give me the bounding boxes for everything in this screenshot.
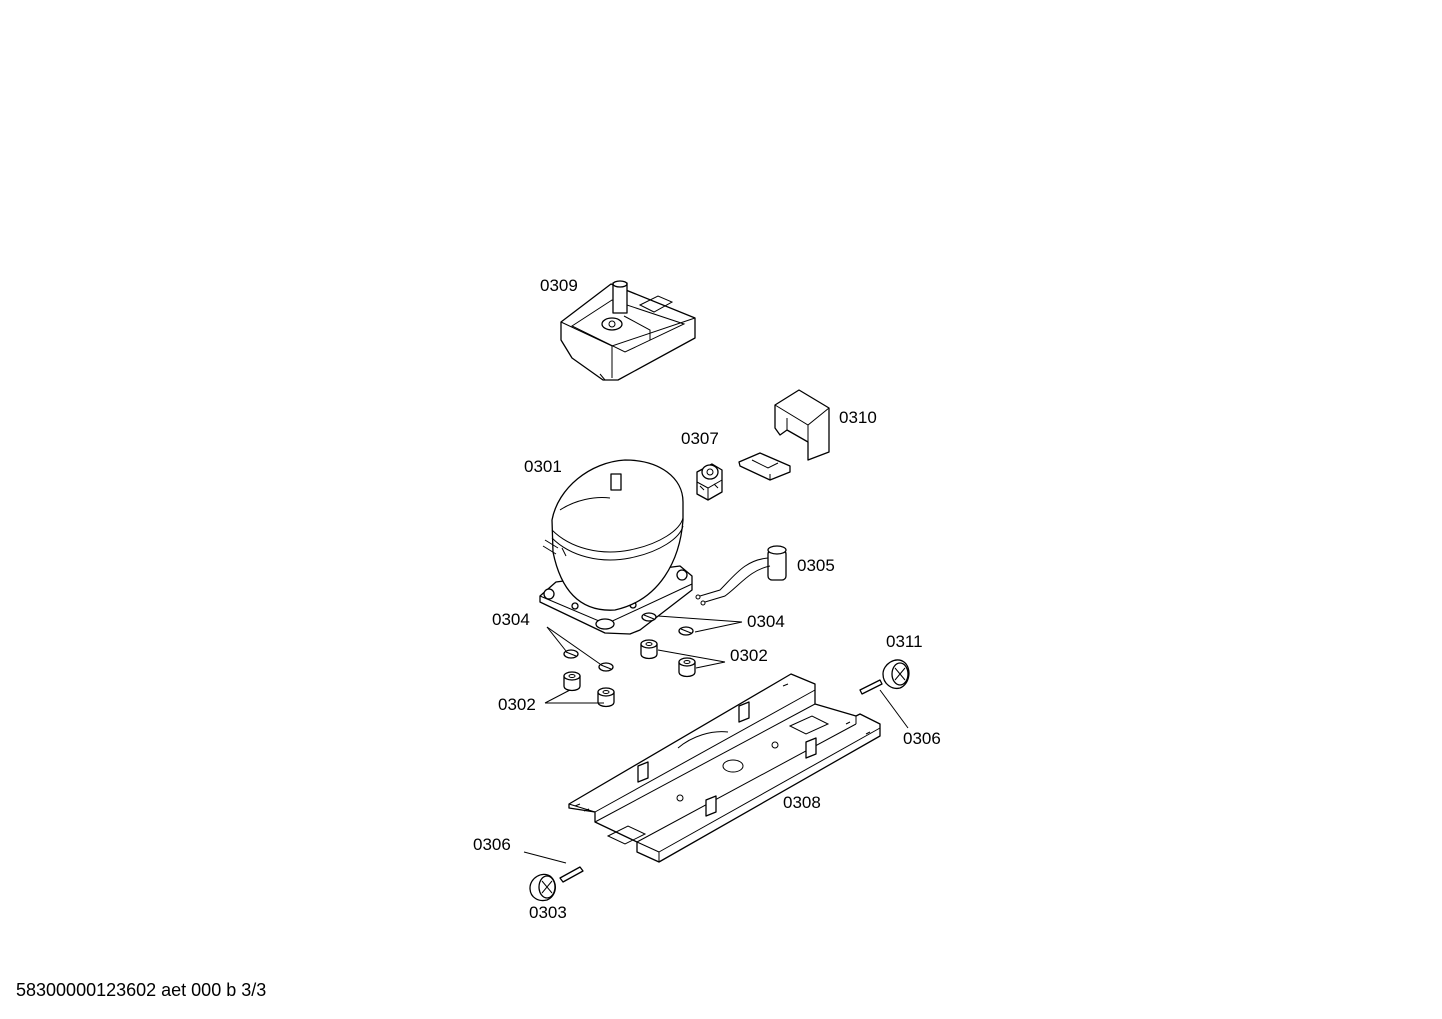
callout-0304-left: 0304: [492, 610, 530, 629]
part-0309-cover-drawing: [560, 280, 696, 381]
callout-0304-right: 0304: [747, 612, 785, 631]
callout-0308: 0308: [783, 793, 821, 812]
grommets-0302-left: [544, 671, 615, 708]
callout-0306-left: 0306: [473, 835, 511, 854]
callout-0306-right: 0306: [903, 729, 941, 748]
part-0301-compressor-drawing: [539, 459, 693, 635]
part-0306-pin-right-drawing: [859, 679, 909, 729]
part-0303-roller-drawing: [529, 873, 556, 902]
part-0307-relay-drawing: [696, 463, 723, 501]
part-0310-relay-cover-drawing: [774, 389, 830, 461]
callout-0302-left: 0302: [498, 695, 536, 714]
washers-0304-left: [546, 626, 614, 672]
callout-0305: 0305: [797, 556, 835, 575]
washers-0304-right: [641, 612, 743, 636]
callout-0310: 0310: [839, 408, 877, 427]
relay-clip-drawing: [738, 452, 791, 481]
part-0305-capacitor-drawing: [695, 545, 787, 606]
part-0308-base-tray-drawing: [568, 673, 881, 863]
callout-0301: 0301: [524, 457, 562, 476]
part-0306-pin-left-drawing: [523, 851, 584, 883]
callout-0302-right: 0302: [730, 646, 768, 665]
grommets-0302-right: [640, 639, 726, 678]
callout-0311: 0311: [886, 632, 923, 651]
callout-0303: 0303: [529, 903, 567, 922]
callout-0309: 0309: [540, 276, 578, 295]
document-reference-footer: 58300000123602 aet 000 b 3/3: [16, 980, 267, 1000]
callout-0307: 0307: [681, 429, 719, 448]
part-0311-roller-drawing: [882, 659, 910, 690]
